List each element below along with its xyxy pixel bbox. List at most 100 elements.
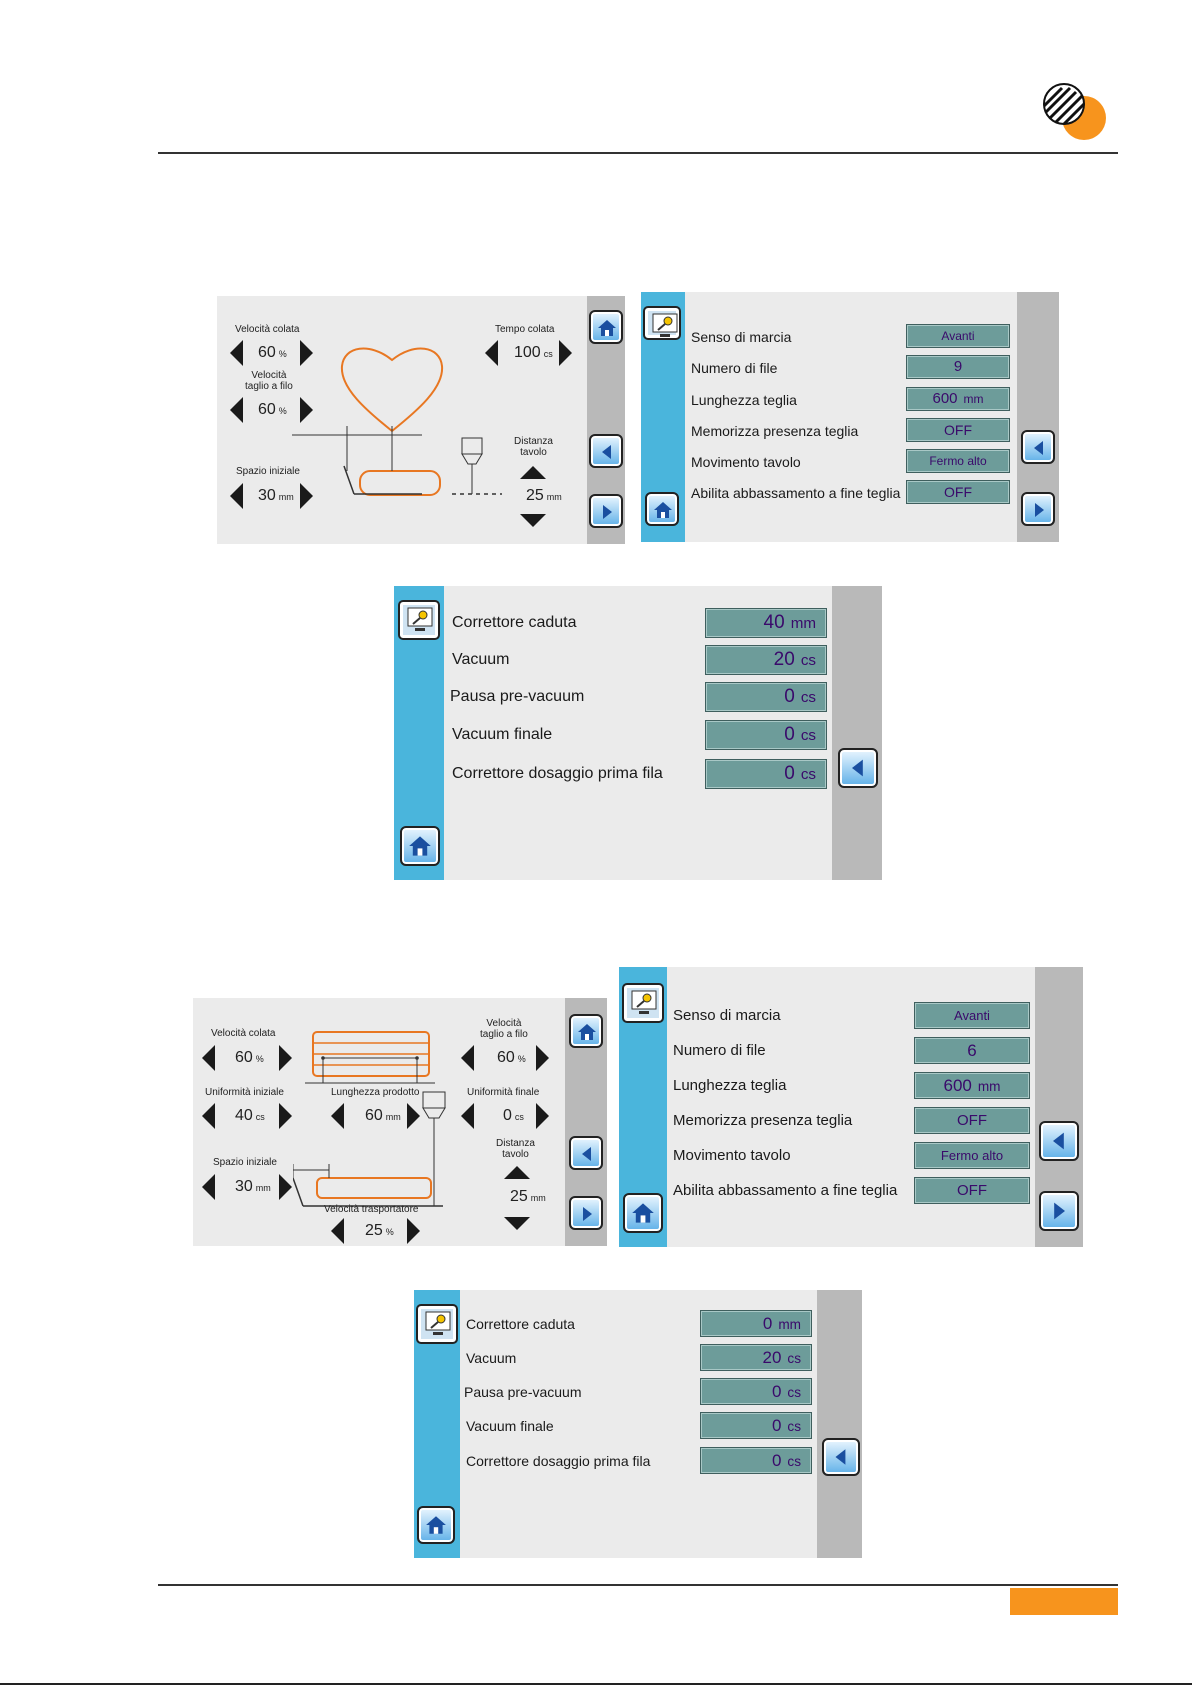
next-button[interactable] (1021, 492, 1055, 526)
spazio-iniziale-decrease[interactable] (230, 483, 243, 509)
numero-file-field[interactable]: 9 (906, 355, 1010, 379)
row-label: Movimento tavolo (673, 1147, 791, 1164)
row-label: Vacuum finale (452, 726, 553, 743)
spazio-iniziale-increase[interactable] (300, 483, 313, 509)
footer-rule (158, 1584, 1118, 1586)
senso-marcia-field[interactable]: Avanti (914, 1002, 1030, 1029)
uniformita-iniziale-increase[interactable] (279, 1103, 292, 1129)
lunghezza-prodotto-increase[interactable] (407, 1103, 420, 1129)
uniformita-iniziale-decrease[interactable] (202, 1103, 215, 1129)
row-label: Senso di marcia (673, 1007, 781, 1024)
distanza-decrease[interactable] (520, 514, 546, 527)
memorizza-field[interactable]: OFF (906, 418, 1010, 442)
tempo-colata-value: 100 (514, 344, 541, 361)
numero-file-field[interactable]: 6 (914, 1037, 1030, 1064)
home-button[interactable] (400, 826, 440, 866)
row-label: Pausa pre-vacuum (450, 688, 585, 705)
home-icon (632, 1203, 654, 1223)
key-button[interactable] (398, 600, 440, 640)
velocita-colata-value: 60 (258, 344, 276, 361)
arrow-left-icon (852, 759, 863, 777)
movimento-tavolo-field[interactable]: Fermo alto (914, 1142, 1030, 1169)
next-button[interactable] (569, 1196, 603, 1230)
row-label: Lunghezza teglia (673, 1077, 787, 1094)
tempo-colata-increase[interactable] (559, 340, 572, 366)
tempo-colata-decrease[interactable] (485, 340, 498, 366)
spazio-iniziale-value: 30 (258, 487, 276, 504)
arrow-right-icon (603, 505, 612, 519)
row-label: Vacuum finale (466, 1418, 554, 1434)
row-label: Memorizza presenza teglia (691, 423, 859, 439)
velocita-taglio-decrease[interactable] (230, 397, 243, 423)
key-monitor-icon (631, 990, 657, 1014)
velocita-trasp-increase[interactable] (407, 1218, 420, 1244)
row-label: Vacuum (466, 1350, 517, 1366)
heart-diagram (292, 347, 502, 496)
home-button[interactable] (623, 1193, 663, 1233)
arrow-left-icon (1034, 441, 1043, 455)
velocita-taglio-decrease[interactable] (461, 1045, 474, 1071)
distanza-increase[interactable] (520, 466, 546, 479)
row-label: Lunghezza teglia (691, 392, 797, 408)
senso-marcia-field[interactable]: Avanti (906, 324, 1010, 348)
memorizza-field[interactable]: OFF (914, 1107, 1030, 1134)
home-icon (598, 320, 616, 336)
home-button[interactable] (589, 310, 623, 344)
row-label: Memorizza presenza teglia (673, 1112, 853, 1129)
prev-button[interactable] (1021, 430, 1055, 464)
distanza-increase[interactable] (504, 1166, 530, 1179)
spazio-iniziale-decrease[interactable] (202, 1174, 215, 1200)
velocita-taglio-value: 60 (258, 401, 276, 418)
home-icon (578, 1024, 596, 1040)
home-icon (654, 502, 672, 518)
arrow-right-icon (1035, 503, 1044, 517)
prev-button[interactable] (589, 434, 623, 468)
velocita-taglio-increase[interactable] (300, 397, 313, 423)
key-button[interactable] (643, 306, 681, 340)
velocita-taglio-increase[interactable] (536, 1045, 549, 1071)
abilita-field[interactable]: OFF (906, 480, 1010, 504)
velocita-trasp-decrease[interactable] (331, 1218, 344, 1244)
header-rule (158, 152, 1118, 154)
velocita-colata-decrease[interactable] (230, 340, 243, 366)
lunghezza-prodotto-decrease[interactable] (331, 1103, 344, 1129)
velocita-colata-increase[interactable] (279, 1045, 292, 1071)
home-button[interactable] (645, 492, 679, 526)
prev-button[interactable] (569, 1136, 603, 1170)
key-button[interactable] (622, 983, 664, 1023)
prev-button[interactable] (1039, 1121, 1079, 1161)
key-monitor-icon (652, 313, 678, 337)
bottom-rule (0, 1683, 1192, 1685)
abilita-field[interactable]: OFF (914, 1177, 1030, 1204)
next-button[interactable] (589, 494, 623, 528)
home-button[interactable] (417, 1506, 455, 1544)
uniformita-finale-decrease[interactable] (461, 1103, 474, 1129)
distanza-decrease[interactable] (504, 1217, 530, 1230)
key-button[interactable] (416, 1304, 458, 1344)
movimento-tavolo-field[interactable]: Fermo alto (906, 449, 1010, 473)
screen-settings-2: Senso di marcia Avanti Numero di file 6 … (619, 967, 1083, 1247)
next-button[interactable] (1039, 1191, 1079, 1231)
prev-button[interactable] (822, 1438, 860, 1476)
row-label: Movimento tavolo (691, 454, 801, 470)
key-monitor-icon (425, 1311, 451, 1335)
home-button[interactable] (569, 1014, 603, 1048)
spazio-iniziale-increase[interactable] (279, 1174, 292, 1200)
velocita-colata-increase[interactable] (300, 340, 313, 366)
velocita-colata-decrease[interactable] (202, 1045, 215, 1071)
uniformita-finale-increase[interactable] (536, 1103, 549, 1129)
prev-button[interactable] (838, 748, 878, 788)
